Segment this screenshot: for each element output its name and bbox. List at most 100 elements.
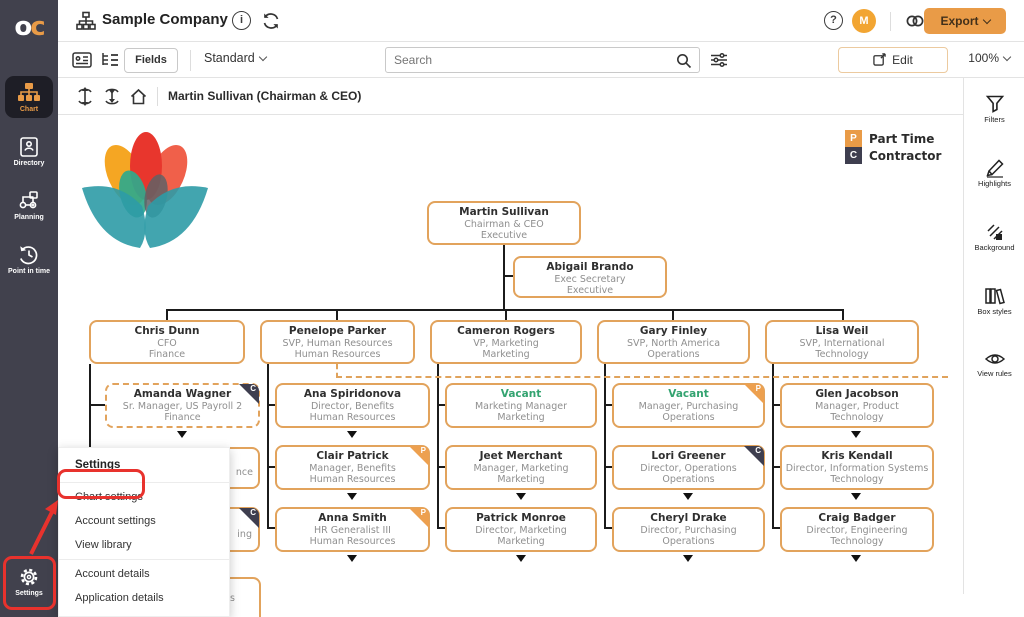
card-view-icon[interactable] bbox=[72, 51, 92, 69]
expand-levels-icon[interactable] bbox=[75, 87, 95, 106]
connector-line bbox=[437, 527, 446, 529]
org-node-glen-jacobson[interactable]: Glen Jacobson Manager, Product Technolog… bbox=[780, 383, 934, 428]
home-icon[interactable] bbox=[129, 87, 148, 106]
refresh-icon[interactable] bbox=[261, 11, 281, 31]
tool-background[interactable]: Background bbox=[964, 222, 1024, 252]
org-node-cheryl-drake[interactable]: Cheryl Drake Director, Purchasing Operat… bbox=[612, 507, 765, 552]
org-node-anna-smith[interactable]: P Anna Smith HR Generalist III Human Res… bbox=[275, 507, 430, 552]
org-node-amanda-wagner[interactable]: C Amanda Wagner Sr. Manager, US Payroll … bbox=[105, 383, 260, 428]
connector-line bbox=[437, 404, 446, 406]
org-node-gary-finley[interactable]: Gary Finley SVP, North America Operation… bbox=[597, 320, 750, 364]
node-name: Amanda Wagner bbox=[133, 388, 232, 400]
edit-button[interactable]: Edit bbox=[838, 47, 948, 73]
sidebar-item-label: Directory bbox=[13, 160, 45, 167]
chevron-down-icon bbox=[982, 15, 991, 25]
org-node-ana-spiridonova[interactable]: Ana Spiridonova Director, Benefits Human… bbox=[275, 383, 430, 428]
breadcrumb[interactable]: Martin Sullivan (Chairman & CEO) bbox=[168, 89, 362, 103]
collapse-triangle-icon[interactable] bbox=[516, 493, 526, 500]
sidebar-item-chart[interactable]: Chart bbox=[5, 76, 53, 118]
tool-view-rules[interactable]: View rules bbox=[964, 350, 1024, 378]
node-dept: Marketing bbox=[482, 349, 530, 360]
export-button[interactable]: Export bbox=[924, 8, 1006, 34]
sidebar-item-settings[interactable]: Settings bbox=[5, 560, 53, 602]
node-name: Penelope Parker bbox=[288, 325, 387, 337]
org-node-lori-greener[interactable]: C Lori Greener Director, Operations Oper… bbox=[612, 445, 765, 490]
tool-filters[interactable]: Filters bbox=[964, 94, 1024, 124]
fields-button[interactable]: Fields bbox=[124, 48, 178, 73]
chart-canvas bbox=[58, 115, 963, 617]
connector-line bbox=[772, 527, 781, 529]
connector-line bbox=[437, 466, 446, 468]
tool-highlights[interactable]: Highlights bbox=[964, 158, 1024, 188]
search-icon[interactable] bbox=[676, 53, 692, 69]
info-icon[interactable]: i bbox=[232, 11, 251, 30]
logo-letter: o bbox=[14, 12, 32, 42]
sidebar-item-point-in-time[interactable]: Point in time bbox=[5, 238, 53, 280]
help-icon[interactable]: ? bbox=[824, 11, 843, 30]
highlighter-icon bbox=[985, 159, 1004, 178]
connector-line bbox=[604, 527, 613, 529]
org-node-patrick-monroe[interactable]: Patrick Monroe Director, Marketing Marke… bbox=[445, 507, 597, 552]
menu-item-application-details[interactable]: Application details bbox=[75, 592, 164, 604]
menu-item-account-details[interactable]: Account details bbox=[75, 568, 150, 580]
planning-icon bbox=[19, 191, 38, 209]
view-selector[interactable]: Standard bbox=[204, 51, 267, 65]
legend-part-time: P Part Time bbox=[845, 130, 941, 147]
org-node-penelope-parker[interactable]: Penelope Parker SVP, Human Resources Hum… bbox=[260, 320, 415, 364]
view-selector-value: Standard bbox=[204, 51, 255, 65]
tool-box-styles[interactable]: Box styles bbox=[964, 286, 1024, 316]
books-icon bbox=[984, 288, 1005, 305]
edit-label: Edit bbox=[892, 53, 913, 67]
node-title: CFO bbox=[157, 338, 177, 349]
avatar[interactable]: M bbox=[852, 9, 876, 33]
node-title: Director, Benefits bbox=[310, 401, 395, 412]
zoom-control[interactable]: 100% bbox=[968, 51, 1012, 65]
collapse-triangle-icon[interactable] bbox=[851, 431, 861, 438]
org-node-vacant-manager-purchasing[interactable]: P Vacant Manager, Purchasing Operations bbox=[612, 383, 765, 428]
search-input[interactable] bbox=[394, 49, 664, 71]
node-name: Clair Patrick bbox=[316, 450, 389, 462]
collapse-triangle-icon[interactable] bbox=[851, 493, 861, 500]
collapse-triangle-icon[interactable] bbox=[347, 431, 357, 438]
sidebar-item-directory[interactable]: Directory bbox=[5, 130, 53, 172]
org-node-chris-dunn[interactable]: Chris Dunn CFO Finance bbox=[89, 320, 245, 364]
collapse-triangle-icon[interactable] bbox=[851, 555, 861, 562]
legend-label: Contractor bbox=[869, 148, 942, 163]
org-node-jeet-merchant[interactable]: Jeet Merchant Manager, Marketing Marketi… bbox=[445, 445, 597, 490]
org-node-cameron-rogers[interactable]: Cameron Rogers VP, Marketing Marketing bbox=[430, 320, 582, 364]
menu-item-chart-settings[interactable]: Chart settings bbox=[75, 491, 143, 503]
node-dept: Executive bbox=[566, 285, 614, 296]
org-node-lisa-weil[interactable]: Lisa Weil SVP, International Technology bbox=[765, 320, 919, 364]
collapse-levels-icon[interactable] bbox=[102, 87, 122, 106]
collapse-triangle-icon[interactable] bbox=[177, 431, 187, 438]
badge-letter: C bbox=[250, 384, 256, 393]
connector-line bbox=[604, 364, 606, 529]
node-name: Jeet Merchant bbox=[479, 450, 563, 462]
node-title: SVP, International bbox=[799, 338, 885, 349]
sidebar-item-planning[interactable]: Planning bbox=[5, 184, 53, 226]
collapse-triangle-icon[interactable] bbox=[683, 493, 693, 500]
menu-item-view-library[interactable]: View library bbox=[75, 539, 132, 551]
org-node-vacant-marketing-manager[interactable]: Vacant Marketing Manager Marketing bbox=[445, 383, 597, 428]
settings-menu-title: Settings bbox=[75, 459, 121, 471]
link-icon[interactable] bbox=[904, 11, 926, 31]
badge-letter: C bbox=[250, 508, 256, 517]
node-dept: Finance bbox=[148, 349, 186, 360]
org-node-clair-patrick[interactable]: P Clair Patrick Manager, Benefits Human … bbox=[275, 445, 430, 490]
org-node-kris-kendall[interactable]: Kris Kendall Director, Information Syste… bbox=[780, 445, 934, 490]
org-node-abigail-brando[interactable]: Abigail Brando Exec Secretary Executive bbox=[513, 256, 667, 298]
filter-sliders-icon[interactable] bbox=[710, 52, 728, 68]
collapse-triangle-icon[interactable] bbox=[683, 555, 693, 562]
connector-line bbox=[772, 364, 774, 529]
collapse-triangle-icon[interactable] bbox=[347, 493, 357, 500]
menu-item-account-settings[interactable]: Account settings bbox=[75, 515, 156, 527]
collapse-triangle-icon[interactable] bbox=[347, 555, 357, 562]
collapse-triangle-icon[interactable] bbox=[516, 555, 526, 562]
node-dept: Finance bbox=[164, 412, 201, 423]
org-node-martin-sullivan[interactable]: Martin Sullivan Chairman & CEO Executive bbox=[427, 201, 581, 245]
tree-view-icon[interactable] bbox=[100, 51, 120, 69]
node-name: Craig Badger bbox=[818, 512, 896, 524]
org-node-craig-badger[interactable]: Craig Badger Director, Engineering Techn… bbox=[780, 507, 934, 552]
gear-icon bbox=[20, 568, 38, 586]
node-name: Chris Dunn bbox=[134, 325, 200, 337]
